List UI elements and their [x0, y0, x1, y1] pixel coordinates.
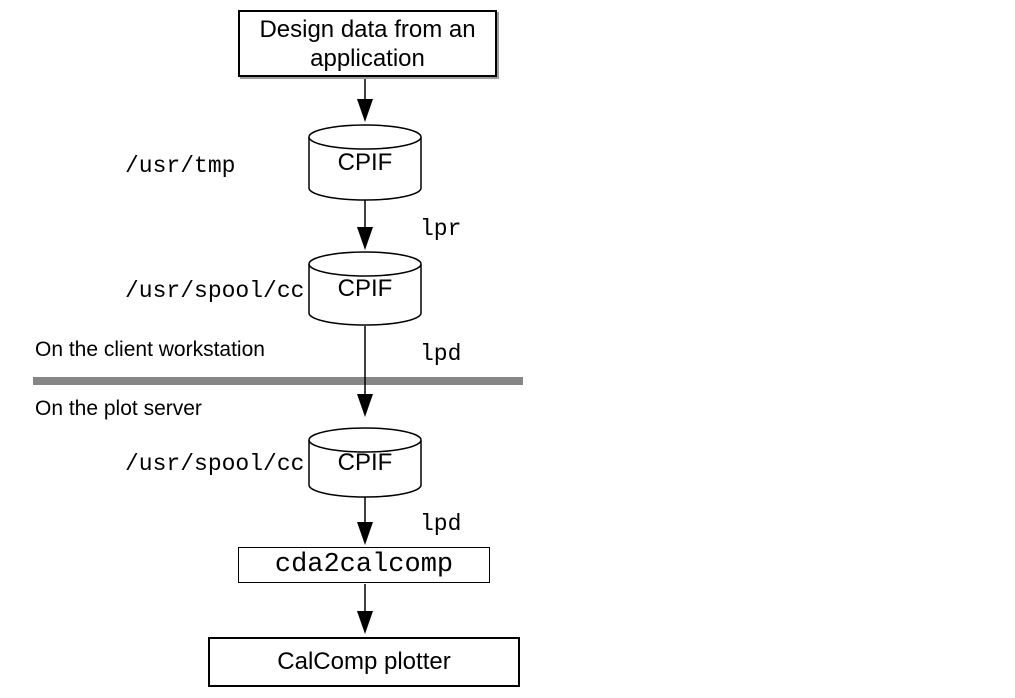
arrow-label-lpd-server: lpd	[420, 511, 462, 537]
calcomp-plotter-box: CalComp plotter	[208, 637, 520, 687]
path-label-spool-server: /usr/spool/cc	[125, 451, 305, 477]
cylinder3-label: CPIF	[337, 449, 393, 476]
arrow-label-lpr: lpr	[420, 216, 462, 242]
calcomp-plotter-box-label: CalComp plotter	[277, 648, 451, 675]
arrow-lpd-client	[357, 326, 373, 417]
client-server-divider	[33, 377, 523, 385]
source-data-box-label: Design data from an application	[259, 15, 476, 72]
path-label-spool-client: /usr/spool/cc	[125, 278, 305, 304]
arrow-lpr	[357, 200, 373, 250]
source-data-box: Design data from an application	[238, 10, 497, 77]
cda2calcomp-box: cda2calcomp	[238, 547, 490, 583]
path-label-usr-tmp: /usr/tmp	[125, 153, 236, 179]
section-label-client: On the client workstation	[35, 338, 265, 361]
arrow-source-to-cylinder1	[357, 78, 373, 122]
arrow-label-lpd-client: lpd	[420, 341, 462, 367]
cylinder2-label: CPIF	[337, 275, 393, 302]
cylinder-cpif-spool-server	[308, 427, 422, 498]
section-label-server: On the plot server	[35, 397, 202, 420]
cda2calcomp-box-label: cda2calcomp	[274, 550, 454, 580]
arrow-lpd-server	[357, 497, 373, 545]
cylinder1-label: CPIF	[337, 149, 393, 176]
arrow-cda-to-plotter	[357, 584, 373, 634]
cylinder-cpif-usr-tmp	[308, 124, 422, 201]
cylinder-cpif-spool-client	[308, 251, 422, 326]
